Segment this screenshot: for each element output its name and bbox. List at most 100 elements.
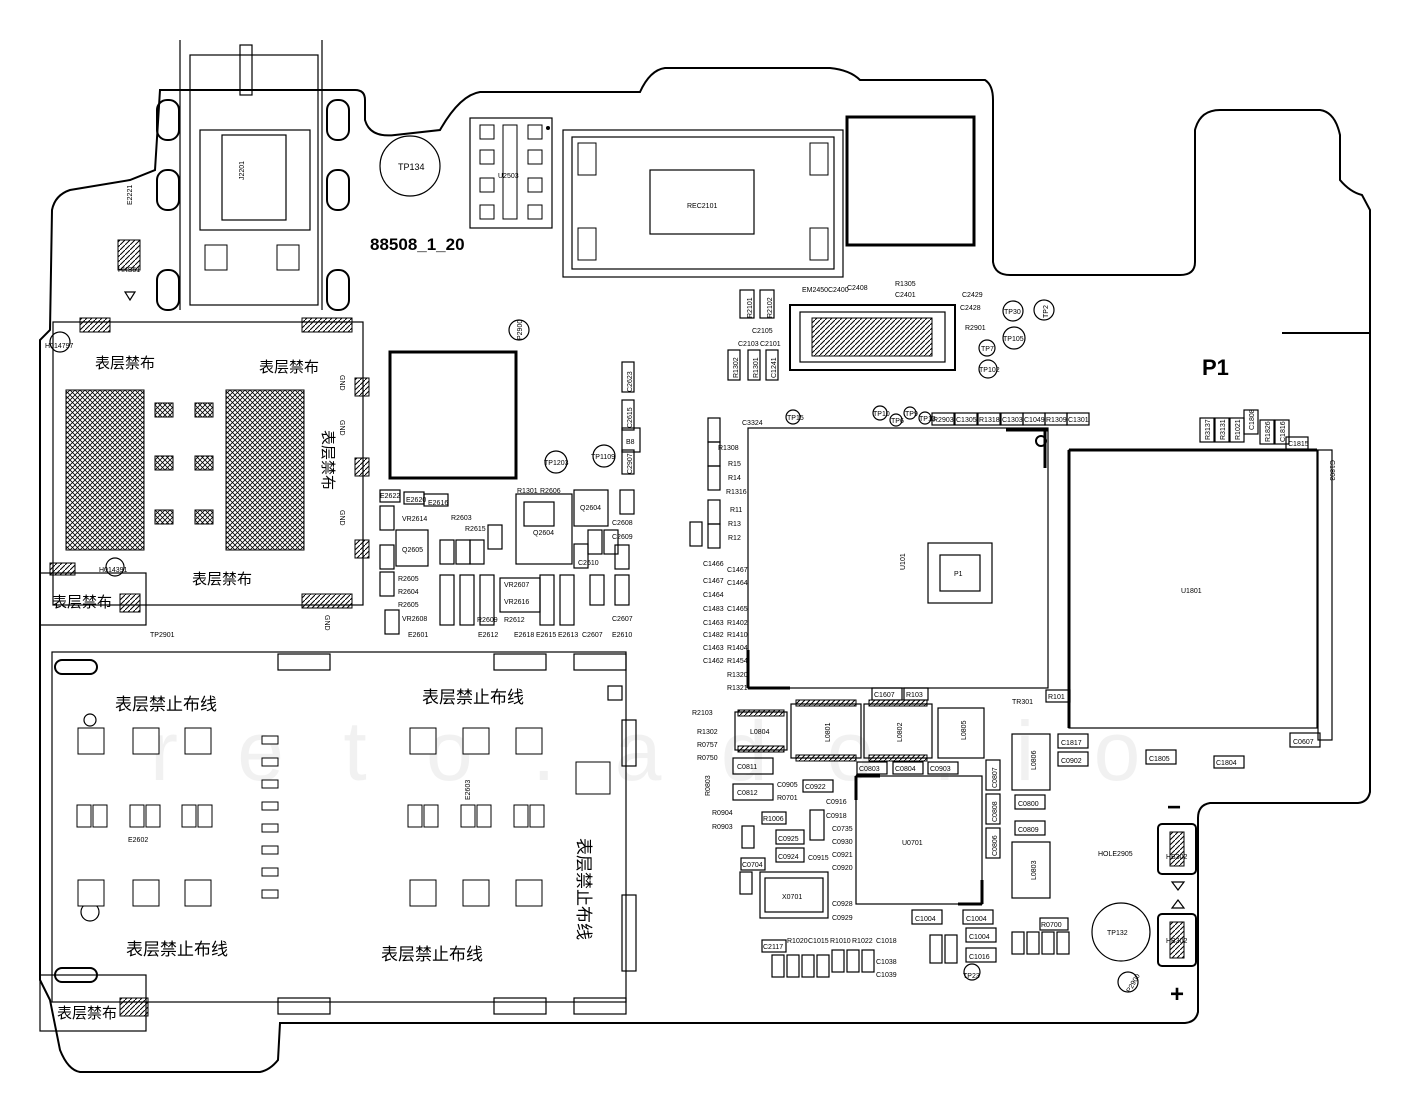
board-id: 88508_1_20	[370, 235, 465, 254]
power-section: C1607 R103 TR301 R101 R2103 R1302 R0757 …	[692, 687, 1321, 899]
ref-vr2614: VR2614	[402, 516, 427, 523]
ref-e2613: E2613	[558, 632, 578, 639]
ref-c1462: C1462	[703, 658, 724, 665]
ref-c1241: C1241	[771, 357, 778, 378]
ref-r2603: R2603	[451, 515, 472, 522]
ref-c2615: C2615	[627, 407, 634, 428]
ref-e2602: E2602	[128, 837, 148, 844]
ref-r0903: R0903	[712, 824, 733, 831]
ref-c0808: C0808	[992, 801, 999, 822]
ref-l0801: L0801	[825, 722, 832, 742]
ref-r1021: R1021	[1235, 419, 1242, 440]
ref-r1022: R1022	[852, 938, 873, 945]
ref-r103: R103	[906, 692, 923, 699]
ref-e2601: E2601	[408, 632, 428, 639]
ref-c1817: C1817	[1061, 740, 1082, 747]
ref-r1402: R1402	[727, 620, 748, 627]
ref-c1049: C1049	[1024, 417, 1045, 424]
ref-c2608: C2608	[612, 520, 633, 527]
ref-c1815: C1815	[1288, 441, 1309, 448]
ref-c1004b: C1004	[966, 916, 987, 923]
plus-sign: +	[1170, 981, 1184, 1008]
ref-u2503: U2503	[498, 173, 519, 180]
minus-sign: −	[1167, 794, 1181, 821]
test-point-tp105: TP105	[1003, 336, 1024, 343]
ref-c0735: C0735	[832, 826, 853, 833]
ref-j2201: J2201	[239, 161, 246, 180]
keepout-label-2: 表层禁布	[259, 358, 319, 376]
routing-keepout-1: 表层禁止布线	[115, 695, 217, 715]
routing-keepout-3: 表层禁止布线	[126, 940, 228, 960]
ref-c1303: C1303	[1002, 417, 1023, 424]
connector-passives: EM2450 C2400 C2408 R1305 C2401 C2429 C24…	[727, 281, 986, 381]
routing-keepout-5: 表层禁止布线	[573, 838, 593, 940]
ref-c2428: C2428	[960, 305, 981, 312]
ref-c1018: C1018	[876, 938, 897, 945]
ref-c2623: C2623	[627, 371, 634, 392]
ref-r0757: R0757	[697, 742, 718, 749]
ref-e2622: E2622	[380, 493, 400, 500]
test-point-tp2901: TP2901	[150, 632, 175, 639]
ref-c0921: C0921	[832, 852, 853, 859]
battery-contacts: − HB302 HB302 +	[1157, 794, 1197, 1008]
ref-r2612: R2612	[504, 617, 525, 624]
test-point-tp9: TP9	[905, 411, 918, 418]
ref-e2615: E2615	[536, 632, 556, 639]
ref-r101: R101	[1048, 694, 1065, 701]
ref-c1015: C1015	[808, 938, 829, 945]
ref-c2103: C2103	[738, 341, 759, 348]
receiver-rec2101: REC2101	[562, 129, 844, 278]
ref-e2616: E2616	[428, 500, 448, 507]
ref-r0904: R0904	[712, 810, 733, 817]
ref-x0701: X0701	[782, 894, 802, 901]
ref-c1464: C1464	[727, 580, 748, 587]
gnd-label-2: GND	[338, 420, 345, 436]
ref-r2615: R2615	[465, 526, 486, 533]
ref-e2610: E2610	[612, 632, 632, 639]
ref-c2101: C2101	[760, 341, 781, 348]
ref-c1463: C1463	[703, 620, 724, 627]
ref-r2606: R2606	[540, 488, 561, 495]
test-point-tp102: TP102	[979, 367, 1000, 374]
ref-e2620: E2620	[406, 497, 426, 504]
ref-c1816: C1816	[1280, 421, 1287, 442]
keepout-label-6: 表层禁布	[57, 1004, 117, 1022]
ref-c2907: C2907	[627, 453, 634, 474]
ref-r1320: R1320	[727, 672, 748, 679]
ref-c0806: C0806	[992, 835, 999, 856]
ref-c1805: C1805	[1149, 756, 1170, 763]
ref-r2604: R2604	[398, 589, 419, 596]
ref-r2609: R2609	[477, 617, 498, 624]
ref-c0916: C0916	[826, 799, 847, 806]
ref-c1464b: C1464	[703, 592, 724, 599]
ref-r1006: R1006	[763, 816, 784, 823]
ref-c1004c: C1004	[969, 934, 990, 941]
ref-c1804: C1804	[1216, 760, 1237, 767]
ref-c0902: C0902	[1061, 758, 1082, 765]
ref-c2408: C2408	[847, 285, 868, 292]
ref-r1301: R1301	[753, 357, 760, 378]
ref-l0803: L0803	[1031, 860, 1038, 880]
test-point-tp23: TP23	[963, 973, 980, 980]
ref-vr2608: VR2608	[402, 616, 427, 623]
chip-u2503: U2503	[469, 117, 553, 229]
ref-c0924: C0924	[778, 854, 799, 861]
ref-c2607b: C2607	[582, 632, 603, 639]
ref-r1321: R1321	[727, 685, 748, 692]
ref-b8: B8	[626, 439, 635, 446]
ref-r2605b: R2605	[398, 602, 419, 609]
ref-c3324: C3324	[742, 420, 763, 427]
ref-c1467: C1467	[727, 567, 748, 574]
ref-l0804: L0804	[750, 729, 770, 736]
ref-c0925: C0925	[778, 836, 799, 843]
ref-c1808: C1808	[1249, 409, 1256, 430]
ref-r2101: R2101	[747, 297, 754, 318]
routing-keepout-4: 表层禁止布线	[381, 945, 483, 965]
square-shield-pad	[845, 115, 976, 247]
ref-c0812: C0812	[737, 790, 758, 797]
ref-c2401: C2401	[895, 292, 916, 299]
test-point-tp13: TP13	[919, 416, 936, 423]
ref-c1305: C1305	[956, 417, 977, 424]
ref-r11: R11	[730, 507, 742, 514]
